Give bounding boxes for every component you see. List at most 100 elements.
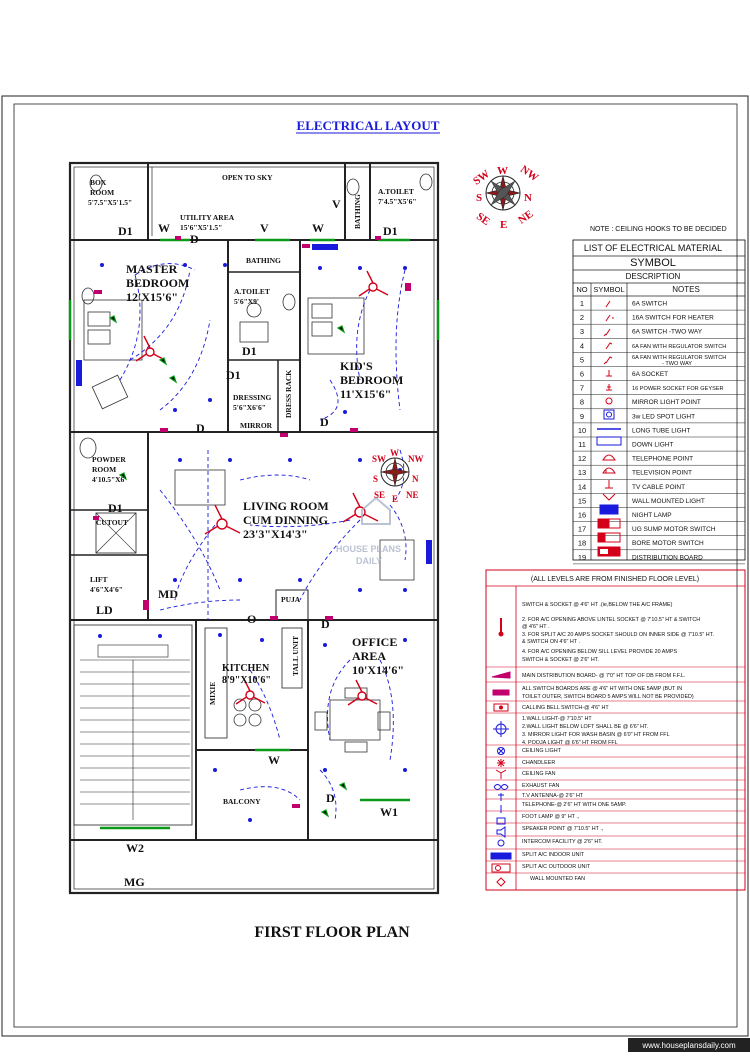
row-note: TELEVISION POINT <box>632 470 692 477</box>
fan-switch-two-way-icon <box>603 356 613 365</box>
watermark-logo: HOUSE PLANS DAILY <box>336 496 401 566</box>
level-note: 3. FOR SPLIT A/C 20 AMPS SOCKET SHOULD O… <box>522 632 714 638</box>
row-number: 14 <box>578 482 586 491</box>
row-note: 16A SWITCH FOR HEATER <box>632 315 714 322</box>
room-label: BALCONY <box>223 797 261 806</box>
row-note: DOWN LIGHT <box>632 442 674 449</box>
room-dim: 5'6"X6'6" <box>233 403 266 412</box>
ceiling-fan-legend-icon <box>495 769 507 779</box>
row-number: 9 <box>580 412 584 421</box>
window-tag: W1 <box>380 805 398 819</box>
symbol-heading: SYMBOL <box>630 257 676 269</box>
compass-rose-small: W SW NW S N SE E NE <box>372 448 424 504</box>
room-dim: 7'4.5"X5'6" <box>378 197 417 206</box>
row-note: 6A SWITCH <box>632 301 667 308</box>
led-spot-icon <box>603 409 615 420</box>
compass-label: S <box>476 192 482 204</box>
row-note: LONG TUBE LIGHT <box>632 427 690 434</box>
compass-label: SE <box>374 490 385 500</box>
foot-lamp-icon <box>496 817 506 825</box>
sheet-border <box>1 95 749 1037</box>
levels-symbols <box>490 618 512 887</box>
night-lamp-icon <box>599 504 619 515</box>
vent-tag: V <box>260 221 269 235</box>
room-label: KITCHEN <box>222 663 270 674</box>
col-header-no: NO <box>576 285 587 294</box>
room-label: UTILITY AREA <box>180 213 235 222</box>
compass-label: E <box>500 219 507 231</box>
window-tag: W2 <box>126 841 144 855</box>
distribution-board-icon <box>597 546 621 557</box>
level-note: EXHAUST FAN <box>522 783 559 789</box>
floor-plan <box>68 161 440 895</box>
level-note: 4. FOR A/C OPENING BELOW SILL LEVEL PROV… <box>522 649 677 655</box>
split-ac-outdoor-icon <box>491 863 511 873</box>
material-list-title: LIST OF ELECTRICAL MATERIAL <box>584 243 722 253</box>
room-label: CUM DINNING <box>243 513 328 527</box>
row-number: 19 <box>578 553 586 562</box>
level-note: TOILET OUTER, SWITCH BOARD 5 AMPS WILL N… <box>522 694 694 700</box>
lift-door-tag: LD <box>96 603 113 617</box>
room-label: OFFICE <box>352 635 397 649</box>
room-dim: 5'7.5"X5'1.5" <box>88 198 132 207</box>
bell-switch-icon <box>493 703 509 712</box>
door-tag: D1 <box>383 224 398 238</box>
room-label: BEDROOM <box>126 276 189 290</box>
level-note: CEILING FAN <box>522 771 556 777</box>
window-tag: W <box>312 221 324 235</box>
door-tag: D1 <box>108 501 123 515</box>
door-tag: D <box>196 421 205 435</box>
chandelier-icon <box>497 759 505 767</box>
row-note: NIGHT LAMP <box>632 512 672 519</box>
door-tag: D1 <box>226 368 241 382</box>
compass-rose: W SW NW S N SE E NE <box>471 163 540 231</box>
tv-cable-icon <box>605 480 613 489</box>
room-dim: 4'10.5"X6' <box>92 475 126 484</box>
split-ac-indoor-icon <box>490 852 512 860</box>
row-number: 11 <box>578 440 586 449</box>
outer-wall-inner <box>73 166 435 890</box>
room-labels-medium: KITCHEN 8'9"X10'6" <box>222 663 271 686</box>
room-labels-large: MASTER BEDROOM 12'X15'6" KID'S BEDROOM 1… <box>126 262 404 677</box>
row-number: 1 <box>580 299 584 308</box>
row-number: 13 <box>578 468 586 477</box>
row-note: DISTRIBUTION BOARD <box>632 554 703 561</box>
kids-bed <box>307 297 365 355</box>
row-number: 7 <box>580 384 584 393</box>
level-note: 2.WALL LIGHT BELOW LOFT SHALL BE @ 6'6" … <box>522 724 648 730</box>
room-label: BEDROOM <box>340 373 403 387</box>
master-bed <box>83 299 143 361</box>
row-note: 6A SWITCH -TWO WAY <box>632 329 703 336</box>
material-symbols <box>596 300 622 557</box>
floor-plan-title: FIRST FLOOR PLAN <box>254 924 410 941</box>
watermark-text: HOUSE PLANS <box>336 544 401 554</box>
speaker-icon <box>496 826 506 838</box>
power-socket-icon <box>606 384 612 391</box>
compass-label: N <box>412 474 419 484</box>
door-tag: D <box>326 791 335 805</box>
room-dim: 12'X15'6" <box>126 290 178 304</box>
room-label: LIVING ROOM <box>243 499 329 513</box>
row-number: 4 <box>580 341 584 350</box>
room-label: A.TOILET <box>378 187 414 196</box>
room-label: TALL UNIT <box>291 636 300 676</box>
compass-label: E <box>392 494 398 504</box>
row-note: UG SUMP MOTOR SWITCH <box>632 526 716 533</box>
compass-label: NW <box>408 454 424 464</box>
site-watermark: www.houseplansdaily.com <box>641 1041 736 1050</box>
room-label: MIRROR <box>240 421 273 430</box>
room-dim: 11'X15'6" <box>340 387 391 401</box>
level-note: SPLIT A/C OUTDOOR UNIT <box>522 864 591 870</box>
level-note: INTERCOM FACILITY @ 2'6" HT. <box>522 839 603 845</box>
row-number: 17 <box>578 525 586 534</box>
level-note: @ 4'6" HT . <box>522 624 550 630</box>
room-dim: 4'6"X4'6" <box>90 585 123 594</box>
col-header-notes: NOTES <box>672 285 700 294</box>
intercom-icon <box>497 839 505 847</box>
room-dim: 5'6"X9' <box>234 297 259 306</box>
compass-label: W <box>497 165 508 177</box>
staircase <box>80 644 190 820</box>
window-tag: W <box>158 221 170 235</box>
level-note: SPEAKER POINT @ 7'10.5" HT ., <box>522 826 604 832</box>
